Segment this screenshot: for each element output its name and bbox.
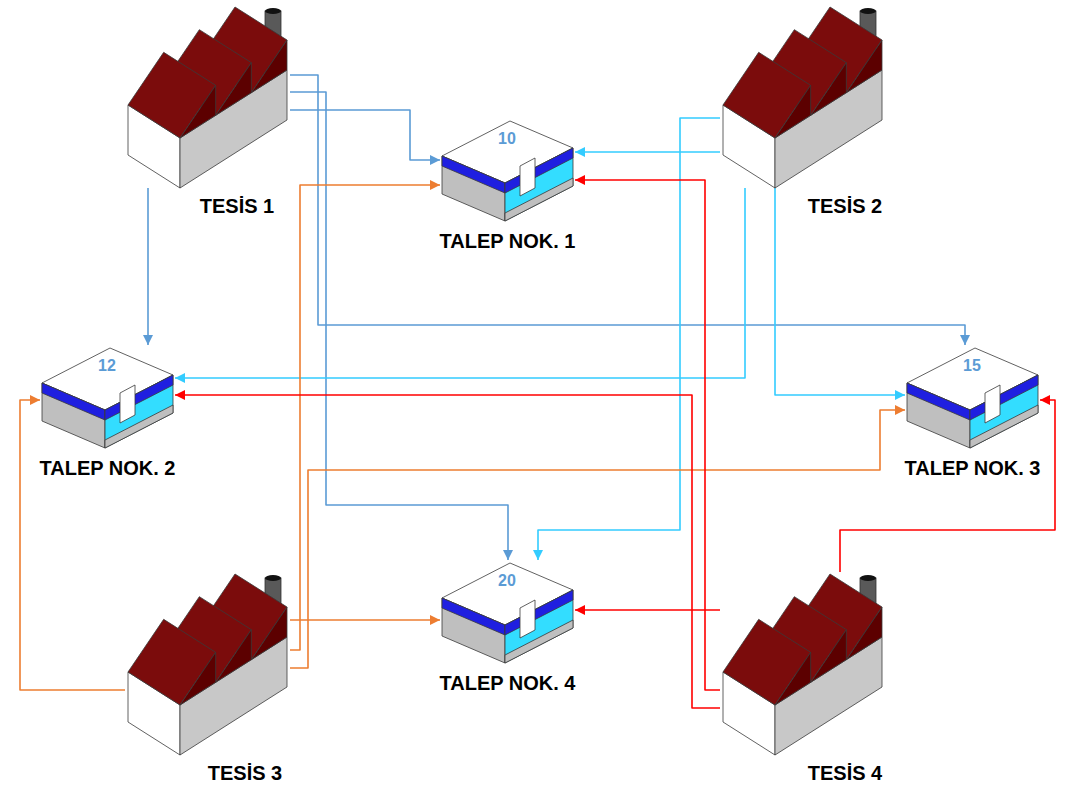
factory-roof [251,40,287,93]
depot-band [505,178,573,221]
depot-band [442,598,505,635]
depot-door [985,385,1000,423]
chimney-top [265,575,281,581]
demand-number: 20 [498,572,516,590]
demand-number: 12 [98,357,116,375]
depot-wall [505,590,573,663]
depot-band [505,620,573,663]
factory-roof [180,652,216,705]
factory-roof [180,85,216,138]
flow-arrow [575,151,720,153]
demand-point-node: 12TALEP NOK. 2 [40,345,175,450]
depot-band [105,405,173,448]
demand-point-node: 20TALEP NOK. 4 [440,560,575,665]
factory-node: TESİS 4 [720,572,885,755]
factory-roof [723,619,811,705]
factory-roof [723,52,811,138]
factory-roof [775,85,811,138]
node-label: TALEP NOK. 3 [903,456,1043,480]
node-label: TESİS 2 [806,194,884,218]
factory-roof [846,40,882,93]
depot-wall [505,148,573,221]
depot-band [42,383,105,420]
demand-number: 10 [498,130,516,148]
factory-roof [775,652,811,705]
depot-door [520,600,535,638]
factory-roof [811,63,847,116]
factory-roof [846,607,882,660]
factory-node: TESİS 3 [125,572,290,755]
connectors [20,75,1055,708]
node-label: TALEP NOK. 1 [438,229,578,253]
depot-wall [442,598,505,663]
factory-icon [720,5,885,188]
flow-arrow [147,188,149,345]
depot-wall [105,375,173,448]
flow-arrow [575,180,720,690]
demand-number: 15 [963,357,981,375]
flow-arrow [575,609,720,611]
factory-roof [216,630,252,683]
chimney-top [860,8,876,14]
node-label: TESİS 1 [198,194,276,218]
depot-wall [42,383,105,448]
depot-door [520,158,535,196]
flow-arrow [175,188,745,378]
demand-point-node: 15TALEP NOK. 3 [905,345,1040,450]
factory-roof [811,630,847,683]
factory-icon [125,5,290,188]
factory-roof [216,63,252,116]
factory-node: TESİS 2 [720,5,885,188]
chimney-top [860,575,876,581]
depot-band [970,405,1038,448]
factory-roof [251,607,287,660]
factory-node: TESİS 1 [125,5,290,188]
depot-wall [442,156,505,221]
depot-wall [970,375,1038,448]
node-label: TALEP NOK. 4 [438,671,578,695]
flow-arrow [290,185,440,650]
depot-band [907,383,970,420]
depot-door [120,385,135,423]
node-label: TALEP NOK. 2 [38,456,178,480]
chimney-top [265,8,281,14]
factory-icon [720,572,885,755]
node-label: TESİS 4 [806,761,884,785]
factory-icon [125,572,290,755]
depot-band [442,156,505,193]
flow-arrow [290,110,440,160]
node-label: TESİS 3 [206,761,284,785]
depot-wall [907,383,970,448]
flow-arrow [775,188,905,395]
flow-arrow [290,619,440,621]
demand-point-node: 10TALEP NOK. 1 [440,118,575,223]
factory-roof [128,52,216,138]
factory-roof [128,619,216,705]
